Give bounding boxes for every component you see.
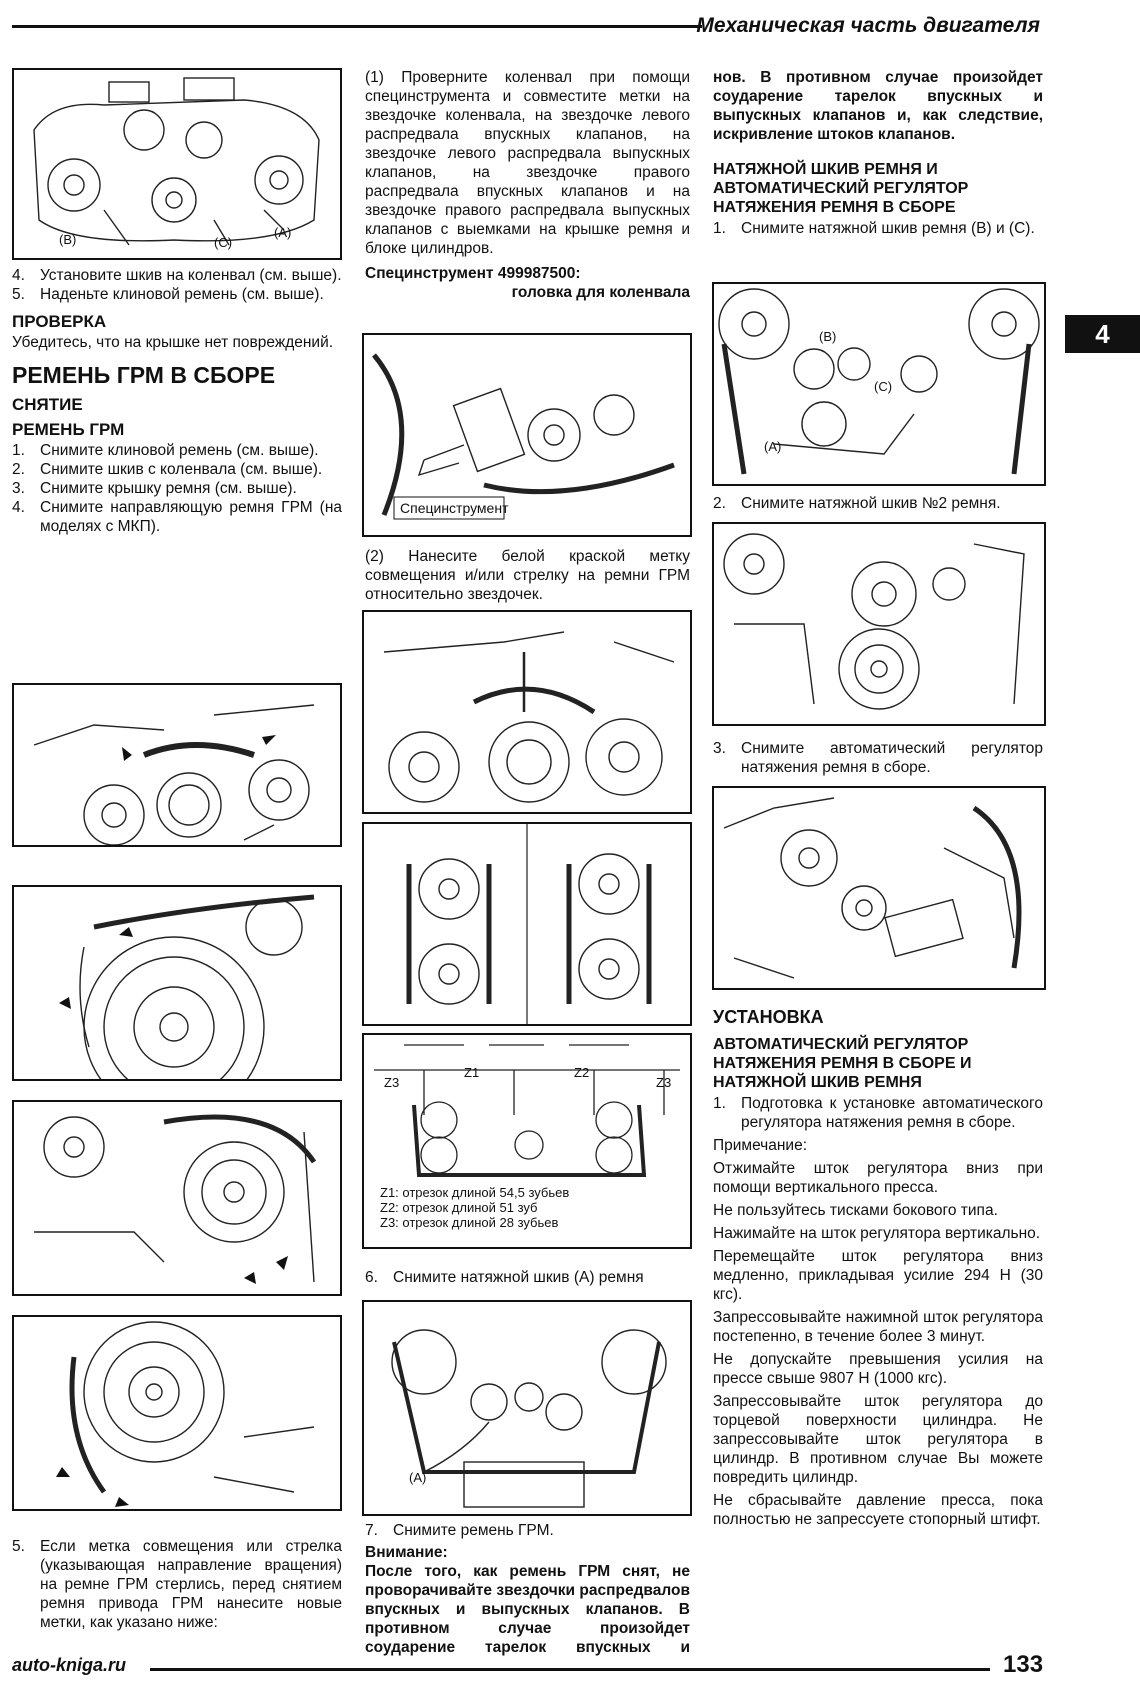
segment-legend: Z1: отрезок длиной 54,5 зубьев Z2: отрез… — [380, 1185, 569, 1230]
tensioner-2-illustration — [712, 522, 1046, 726]
belt-segment-drawing — [374, 1044, 680, 1177]
step-item: 6.Снимите натяжной шкив (A) ремня — [365, 1269, 644, 1286]
belt-segment-diagram: Z3 Z1 Z2 Z3 Z1: отрезок длиной 54,5 зубь… — [362, 1033, 692, 1249]
tensioner-a-illustration: (A) — [362, 1300, 692, 1516]
note-label: Примечание: — [713, 1137, 808, 1154]
left-camshaft-illustration — [12, 1315, 342, 1511]
legend-z2: Z2: отрезок длиной 51 зуб — [380, 1200, 538, 1215]
column-left: (B) (C) (A) 4.Установите шкив на коленва… — [12, 68, 342, 536]
column-middle: (1) Проверните коленвал при помощи специ… — [365, 68, 690, 302]
footer-site: auto-kniga.ru — [12, 1655, 127, 1675]
label-a: (A) — [274, 225, 292, 240]
engine-front-illustration: (B) (C) (A) — [12, 68, 342, 260]
column-middle-bottom: 7.Снимите ремень ГРМ. Внимание: После то… — [365, 1521, 690, 1661]
note-item: Нажимайте на шток регулятора вертикально… — [713, 1225, 1041, 1242]
step-item: 1.Снимите клиновой ремень (см. выше). — [12, 442, 319, 459]
engine-front-drawing — [33, 77, 320, 246]
note-item: Не сбрасывайте давление пресса, пока пол… — [713, 1492, 1043, 1528]
label-c: (C) — [874, 379, 893, 394]
step-item: 3.Снимите крышку ремня (см. выше). — [12, 480, 297, 497]
z2-label: Z2 — [574, 1065, 590, 1080]
warning-continued: нов. В противном случае произойдет соуда… — [713, 69, 1043, 143]
label-a: (A) — [764, 439, 782, 454]
tool-line-2: головка для коленвала — [511, 284, 690, 301]
section-heading: РЕМЕНЬ ГРМ В СБОРЕ — [12, 362, 276, 388]
tool-label: Специнструмент — [400, 500, 509, 516]
check-heading: ПРОВЕРКА — [12, 312, 107, 331]
tool-line-1: Специнструмент 499987500: — [365, 265, 581, 282]
column-left-bottom: 5.Если метка совмещения или стрелка (ука… — [12, 1537, 342, 1632]
step-item: 4.Снимите направляющую ремня ГРМ (на мод… — [12, 499, 342, 535]
tensioner-a-drawing — [391, 1329, 667, 1508]
paragraph-1: (1) Проверните коленвал при помощи специ… — [365, 69, 690, 257]
auto-tensioner-illustration — [712, 786, 1046, 990]
left-camshaft-drawing — [56, 1321, 315, 1507]
check-text: Убедитесь, что на крышке нет повреждений… — [12, 334, 334, 351]
z3-left-label: Z3 — [384, 1075, 400, 1090]
removal-heading: СНЯТИЕ — [12, 395, 83, 414]
column-right-step3: 3.Снимите автоматический регулятор натяж… — [713, 739, 1043, 777]
belt-heading: РЕМЕНЬ ГРМ — [12, 420, 125, 439]
auto-tensioner-drawing — [723, 797, 1022, 979]
special-tool-drawing — [372, 353, 675, 520]
legend-z1: Z1: отрезок длиной 54,5 зубьев — [380, 1185, 570, 1200]
warning-title: Внимание: — [365, 1544, 448, 1561]
belt-guide-illustration — [12, 683, 342, 847]
note-item: Не допускайте превышения усилия на пресс… — [713, 1351, 1043, 1387]
legend-z3: Z3: отрезок длиной 28 зубьев — [380, 1215, 559, 1230]
step-item: 1.Снимите натяжной шкив ремня (B) и (C). — [713, 220, 1035, 237]
header-rule — [12, 25, 702, 28]
step-item: 5.Если метка совмещения или стрелка (ука… — [12, 1538, 342, 1631]
column-right-install: УСТАНОВКА АВТОМАТИЧЕСКИЙ РЕГУЛЯТОР НАТЯЖ… — [713, 1002, 1043, 1533]
special-tool-illustration: Специнструмент — [362, 333, 692, 537]
step-item: 2.Снимите натяжной шкив №2 ремня. — [713, 495, 1001, 512]
belt-mark-illustration — [362, 610, 692, 814]
note-item: Перемещайте шток регулятора вниз медленн… — [713, 1248, 1043, 1303]
page-number: 133 — [1003, 1651, 1044, 1678]
note-item: Запрессовывайте нажимной шток регулятора… — [713, 1309, 1043, 1345]
label-a: (A) — [409, 1470, 427, 1485]
install-subheading: АВТОМАТИЧЕСКИЙ РЕГУЛЯТОР НАТЯЖЕНИЯ РЕМНЯ… — [713, 1036, 972, 1091]
footer-rule — [150, 1668, 990, 1671]
chapter-tab: 4 — [1065, 315, 1140, 353]
step-item: 2.Снимите шкив с коленвала (см. выше). — [12, 461, 323, 478]
belt-mark-drawing — [383, 631, 675, 803]
column-middle-para2: (2) Нанесите белой краской метку совмеще… — [365, 547, 690, 608]
z1-label: Z1 — [464, 1065, 480, 1080]
page-header-title: Механическая часть двигателя — [696, 14, 1040, 37]
camshaft-pair-illustration — [362, 822, 692, 1026]
camshaft-pair-drawing — [406, 824, 652, 1024]
z3-right-label: Z3 — [656, 1075, 672, 1090]
tensioner-bc-illustration: (B) (C) (A) — [712, 282, 1046, 486]
label-b: (B) — [819, 329, 837, 344]
note-item: Отжимайте шток регулятора вниз при помощ… — [713, 1160, 1043, 1196]
crank-sprocket-illustration — [12, 885, 342, 1081]
column-middle-step6: 6.Снимите натяжной шкив (A) ремня — [365, 1268, 690, 1287]
right-camshaft-illustration — [12, 1100, 342, 1296]
tensioner-bc-drawing — [718, 288, 1040, 475]
column-right: нов. В противном случае произойдет соуда… — [713, 68, 1043, 238]
tensioner-2-drawing — [723, 533, 1025, 710]
step-item: 5.Наденьте клиновой ремень (см. выше). — [12, 286, 324, 303]
step-item: 4.Установите шкив на коленвал (см. выше)… — [12, 267, 342, 284]
crank-sprocket-drawing — [59, 894, 315, 1079]
warning-text: После того, как ремень ГРМ снят, не пров… — [365, 1563, 690, 1656]
step-item: 1.Подготовка к установке автоматического… — [713, 1095, 1043, 1131]
right-camshaft-drawing — [34, 1114, 317, 1284]
label-b: (B) — [59, 232, 77, 247]
paragraph-2: (2) Нанесите белой краской метку совмеще… — [365, 548, 690, 603]
note-item: Не пользуйтесь тисками бокового типа. — [713, 1202, 998, 1219]
install-heading: УСТАНОВКА — [713, 1007, 824, 1027]
column-right-step2: 2.Снимите натяжной шкив №2 ремня. — [713, 494, 1043, 513]
step-item: 3.Снимите автоматический регулятор натяж… — [713, 740, 1043, 776]
belt-guide-drawing — [33, 704, 315, 845]
step-item: 7.Снимите ремень ГРМ. — [365, 1522, 554, 1539]
tensioner-heading: НАТЯЖНОЙ ШКИВ РЕМНЯ И АВТОМАТИЧЕСКИЙ РЕГ… — [713, 161, 969, 216]
note-item: Запрессовывайте шток регулятора до торце… — [713, 1393, 1043, 1486]
label-c: (C) — [214, 235, 233, 250]
